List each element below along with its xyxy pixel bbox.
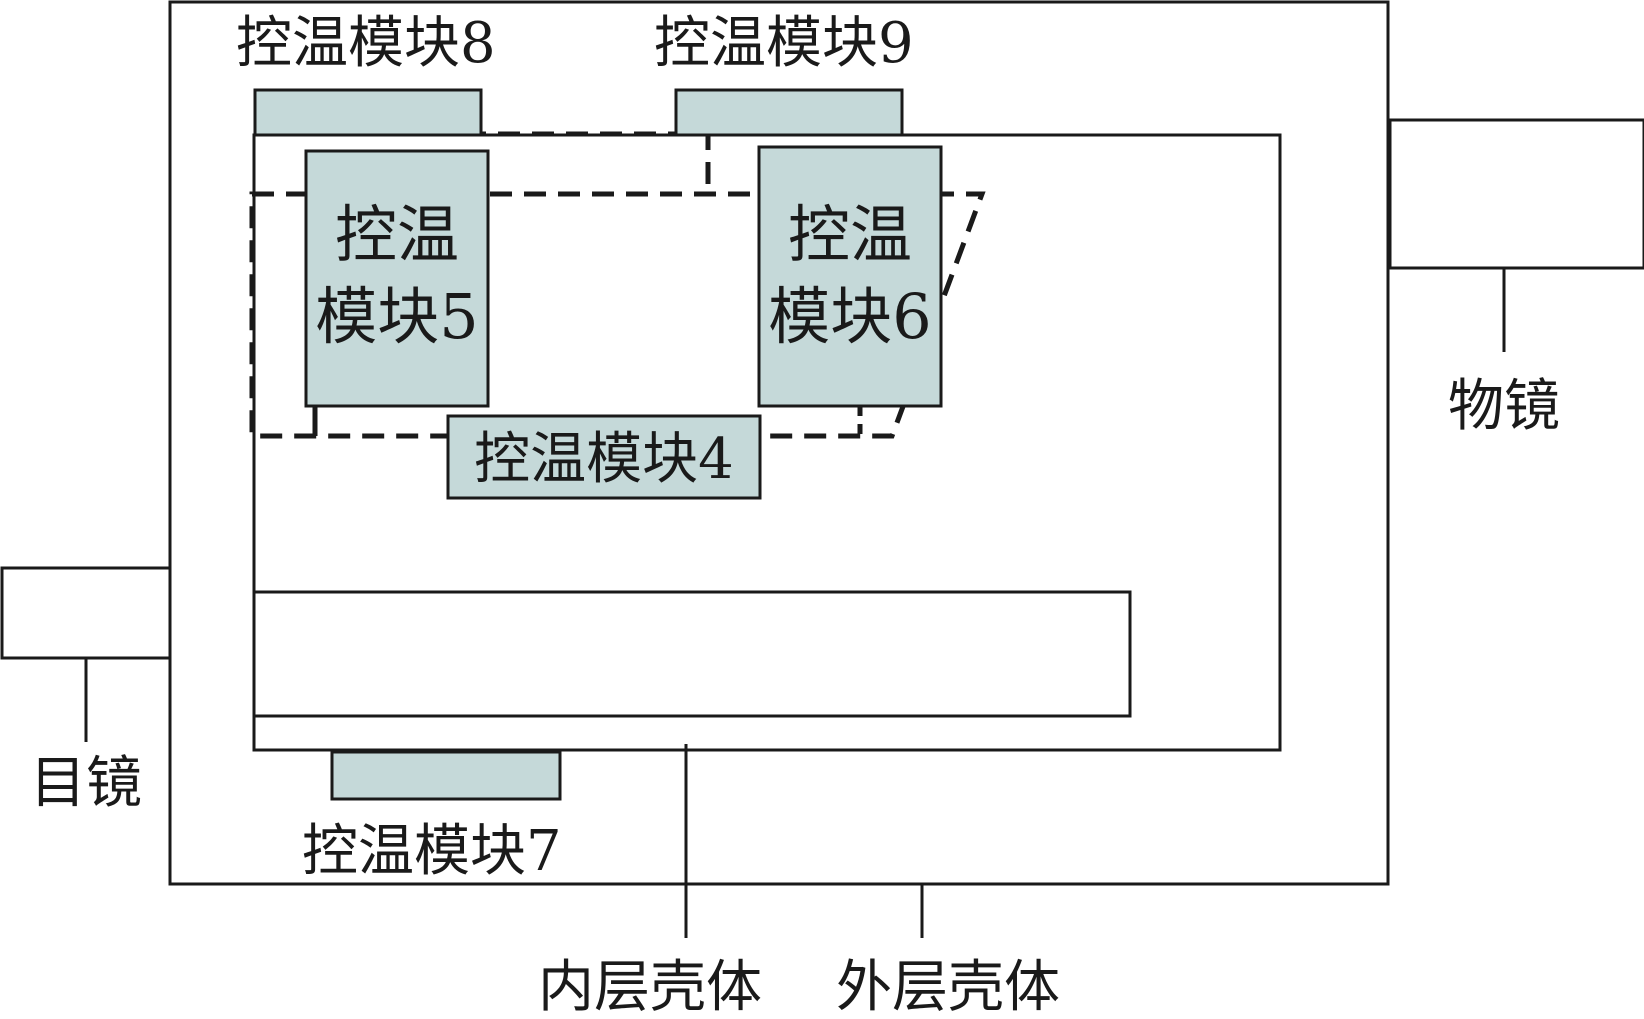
objective-box bbox=[1388, 118, 1644, 270]
dashed-lower-region bbox=[249, 191, 986, 439]
module-7-label: 控温模块7 bbox=[302, 819, 562, 884]
module-8-box bbox=[253, 88, 483, 137]
module-8-label: 控温模块8 bbox=[236, 11, 496, 76]
module-9-box bbox=[674, 88, 904, 137]
module-4-box bbox=[446, 414, 762, 500]
inner-shell-label: 内层壳体 bbox=[538, 955, 762, 1019]
module-6-label-line1: 控温 bbox=[788, 198, 912, 271]
outer-shell-box bbox=[168, 0, 1390, 886]
inner-rail-box bbox=[252, 590, 1132, 718]
module-6-box bbox=[757, 145, 943, 408]
module-4-label: 控温模块4 bbox=[474, 427, 734, 492]
module-7-box bbox=[330, 750, 562, 801]
eyepiece-box bbox=[0, 566, 172, 660]
module-5-box bbox=[304, 149, 490, 408]
module-6-label-line2: 模块6 bbox=[768, 280, 931, 353]
module-9-label: 控温模块9 bbox=[654, 11, 914, 76]
module-5-label-line1: 控温 bbox=[335, 198, 459, 271]
outer-shell-label: 外层壳体 bbox=[836, 955, 1060, 1019]
objective-label: 物镜 bbox=[1448, 374, 1560, 439]
dashed-upper-region bbox=[462, 131, 711, 194]
module-5-label-line2: 模块5 bbox=[315, 280, 478, 353]
eyepiece-label: 目镜 bbox=[30, 751, 142, 816]
